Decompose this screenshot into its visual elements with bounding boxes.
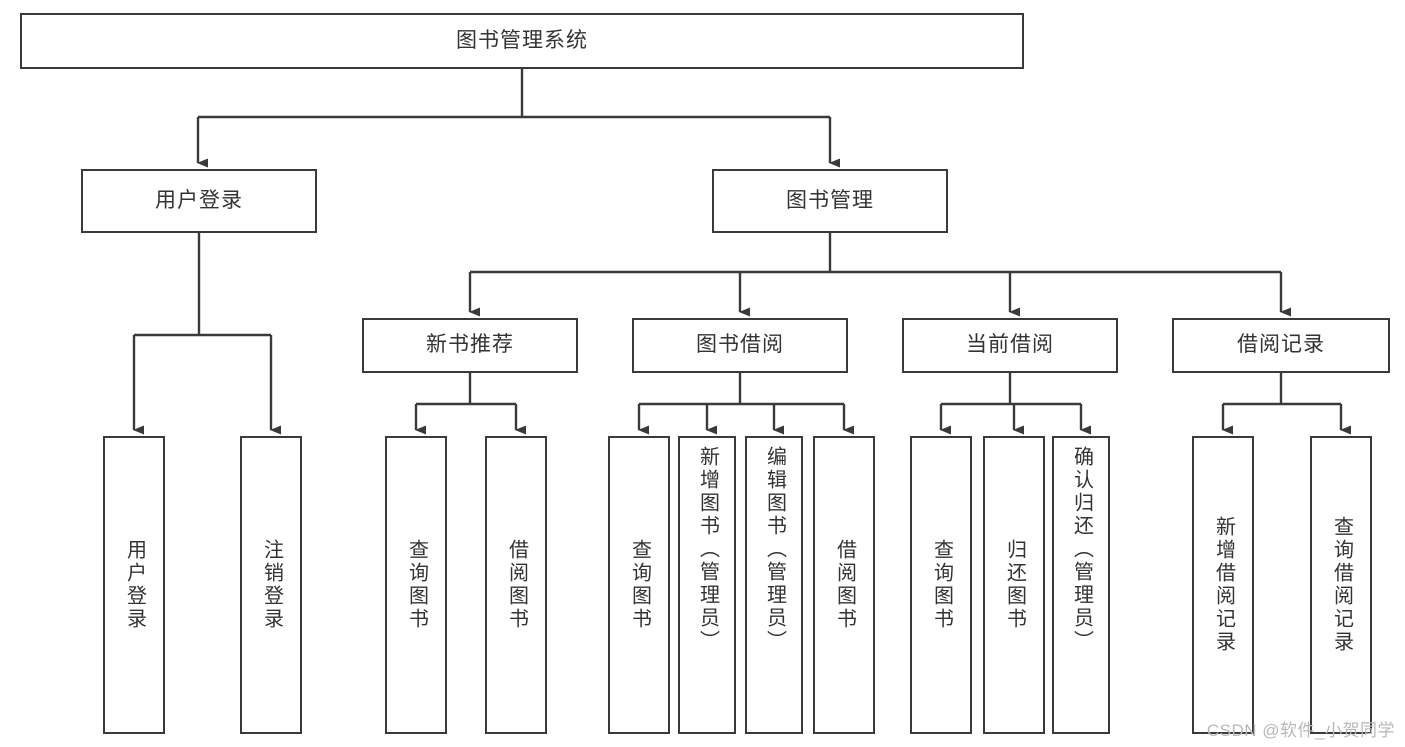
node-new-book-recommend-label: 新书推荐 xyxy=(426,333,514,357)
watermark-text: CSDN @软件_小贺同学 xyxy=(1206,721,1395,740)
node-new-book-recommend[interactable]: 新书推荐 xyxy=(362,318,578,373)
node-current-borrow[interactable]: 当前借阅 xyxy=(902,318,1118,373)
node-leaf-borrow-book-2-label: 借阅图书 xyxy=(833,539,856,631)
node-user-login-label: 用户登录 xyxy=(155,188,243,212)
node-leaf-add-record-label: 新增借阅记录 xyxy=(1212,516,1235,654)
node-leaf-query-record[interactable]: 查询借阅记录 xyxy=(1310,436,1372,734)
node-leaf-confirm-return-label: 确认归还（管理员） xyxy=(1070,446,1093,653)
node-leaf-query-book-2[interactable]: 查询图书 xyxy=(608,436,670,734)
node-root[interactable]: 图书管理系统 xyxy=(20,13,1024,69)
node-book-manage[interactable]: 图书管理 xyxy=(712,169,948,233)
node-borrow-record-label: 借阅记录 xyxy=(1237,333,1325,357)
node-user-login[interactable]: 用户登录 xyxy=(81,169,317,233)
node-root-label: 图书管理系统 xyxy=(456,28,588,52)
node-leaf-return-book[interactable]: 归还图书 xyxy=(983,436,1045,734)
node-leaf-add-record[interactable]: 新增借阅记录 xyxy=(1192,436,1254,734)
node-book-borrow[interactable]: 图书借阅 xyxy=(632,318,848,373)
node-borrow-record[interactable]: 借阅记录 xyxy=(1172,318,1390,373)
node-leaf-logout[interactable]: 注销登录 xyxy=(240,436,302,734)
node-leaf-user-login-label: 用户登录 xyxy=(123,539,146,631)
node-leaf-borrow-book-1[interactable]: 借阅图书 xyxy=(485,436,547,734)
node-leaf-query-book-3-label: 查询图书 xyxy=(930,539,953,631)
node-leaf-query-book-1-label: 查询图书 xyxy=(405,539,428,631)
node-leaf-add-book-label: 新增图书（管理员） xyxy=(696,446,719,653)
node-leaf-confirm-return[interactable]: 确认归还（管理员） xyxy=(1052,436,1110,734)
node-leaf-edit-book[interactable]: 编辑图书（管理员） xyxy=(745,436,803,734)
node-leaf-borrow-book-1-label: 借阅图书 xyxy=(505,539,528,631)
node-leaf-query-record-label: 查询借阅记录 xyxy=(1330,516,1353,654)
node-book-manage-label: 图书管理 xyxy=(786,188,874,212)
node-leaf-logout-label: 注销登录 xyxy=(260,539,283,631)
node-book-borrow-label: 图书借阅 xyxy=(696,333,784,357)
node-leaf-query-book-1[interactable]: 查询图书 xyxy=(385,436,447,734)
node-leaf-user-login[interactable]: 用户登录 xyxy=(103,436,165,734)
node-leaf-query-book-3[interactable]: 查询图书 xyxy=(910,436,972,734)
node-leaf-add-book[interactable]: 新增图书（管理员） xyxy=(678,436,736,734)
node-leaf-edit-book-label: 编辑图书（管理员） xyxy=(763,446,786,653)
node-current-borrow-label: 当前借阅 xyxy=(966,333,1054,357)
node-leaf-return-book-label: 归还图书 xyxy=(1003,539,1026,631)
node-leaf-query-book-2-label: 查询图书 xyxy=(628,539,651,631)
node-leaf-borrow-book-2[interactable]: 借阅图书 xyxy=(813,436,875,734)
